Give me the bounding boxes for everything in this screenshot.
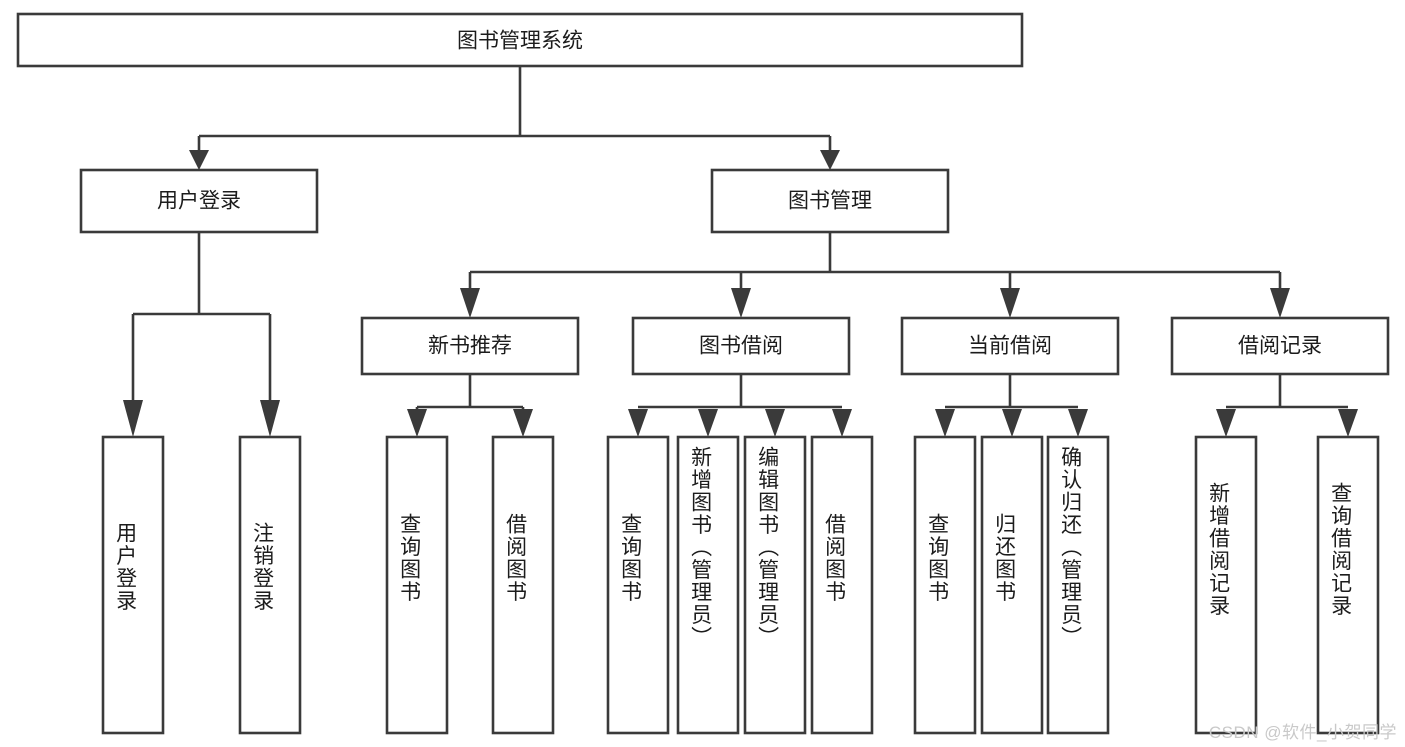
leaf-confirm-return-admin-label: 确认归还（管理员） bbox=[1059, 446, 1083, 649]
leaf-query-book-3-box[interactable] bbox=[913, 435, 977, 735]
leaf-edit-book-admin[interactable]: 编辑图书（管理员） bbox=[743, 435, 807, 735]
leaf-borrow-book-1-label: 借阅图书 bbox=[504, 513, 528, 603]
leaf-query-book-1-box[interactable] bbox=[385, 435, 449, 735]
connector-layer bbox=[123, 66, 1358, 437]
leaf-query-borrow-record-label: 查询借阅记录 bbox=[1329, 482, 1353, 617]
node-root-box[interactable] bbox=[16, 12, 1024, 68]
node-new-book-recommend[interactable]: 新书推荐 bbox=[360, 316, 580, 376]
arrowhead-current-borrow bbox=[1000, 288, 1020, 318]
leaf-add-borrow-record[interactable]: 新增借阅记录 bbox=[1194, 435, 1258, 735]
leaf-add-book-admin-label: 新增图书（管理员） bbox=[689, 446, 713, 649]
leaf-query-borrow-record[interactable]: 查询借阅记录 bbox=[1316, 435, 1380, 735]
node-new-book-recommend-label: 新书推荐 bbox=[428, 335, 512, 358]
arrowhead-book-borrow bbox=[731, 288, 751, 318]
leaf-logout-login-box[interactable] bbox=[238, 435, 302, 735]
arrowhead-book-management bbox=[820, 150, 840, 170]
leaf-confirm-return-admin[interactable]: 确认归还（管理员） bbox=[1046, 435, 1110, 735]
arrowhead-leaf-confirm-return bbox=[1068, 409, 1088, 437]
leaf-query-book-2-box[interactable] bbox=[606, 435, 670, 735]
node-new-book-recommend-box[interactable] bbox=[360, 316, 580, 376]
leaf-return-book-box[interactable] bbox=[980, 435, 1044, 735]
node-root[interactable]: 图书管理系统 bbox=[16, 12, 1024, 68]
arrowhead-leaf-query-book-1 bbox=[407, 409, 427, 437]
arrowhead-leaf-add-borrow-record bbox=[1216, 409, 1236, 437]
leaf-add-book-admin[interactable]: 新增图书（管理员） bbox=[676, 435, 740, 735]
arrowhead-leaf-borrow-book-1 bbox=[513, 409, 533, 437]
node-borrow-record-box[interactable] bbox=[1170, 316, 1390, 376]
leaf-borrow-book-1[interactable]: 借阅图书 bbox=[491, 435, 555, 735]
leaf-edit-book-admin-box[interactable] bbox=[743, 435, 807, 735]
leaf-query-book-1-label: 查询图书 bbox=[398, 513, 422, 603]
arrowhead-leaf-return-book bbox=[1002, 409, 1022, 437]
leaf-return-book-label: 归还图书 bbox=[993, 513, 1017, 603]
node-current-borrow-label: 当前借阅 bbox=[968, 335, 1052, 358]
leaf-user-login-label: 用户登录 bbox=[114, 522, 138, 612]
arrowhead-leaf-query-book-2 bbox=[628, 409, 648, 437]
leaf-add-borrow-record-label: 新增借阅记录 bbox=[1207, 482, 1231, 617]
node-current-borrow[interactable]: 当前借阅 bbox=[900, 316, 1120, 376]
node-borrow-record-label: 借阅记录 bbox=[1238, 335, 1322, 358]
leaf-borrow-book-2[interactable]: 借阅图书 bbox=[810, 435, 874, 735]
arrowhead-leaf-logout-login bbox=[260, 400, 280, 437]
node-book-management-box[interactable] bbox=[710, 168, 950, 234]
leaf-query-book-2[interactable]: 查询图书 bbox=[606, 435, 670, 735]
leaf-edit-book-admin-label: 编辑图书（管理员） bbox=[756, 446, 780, 649]
leaf-logout-login-label: 注销登录 bbox=[251, 522, 275, 612]
arrowhead-leaf-edit-book-admin bbox=[765, 409, 785, 437]
node-book-borrow-box[interactable] bbox=[631, 316, 851, 376]
node-user-login-box[interactable] bbox=[79, 168, 319, 234]
node-borrow-record[interactable]: 借阅记录 bbox=[1170, 316, 1390, 376]
leaf-borrow-book-1-box[interactable] bbox=[491, 435, 555, 735]
arrowhead-leaf-borrow-book-2 bbox=[832, 409, 852, 437]
leaf-return-book[interactable]: 归还图书 bbox=[980, 435, 1044, 735]
leaf-borrow-book-2-box[interactable] bbox=[810, 435, 874, 735]
node-user-login[interactable]: 用户登录 bbox=[79, 168, 319, 234]
arrowhead-user-login bbox=[189, 150, 209, 170]
leaf-add-book-admin-box[interactable] bbox=[676, 435, 740, 735]
leaf-add-borrow-record-box[interactable] bbox=[1194, 435, 1258, 735]
arrowhead-leaf-add-book-admin bbox=[698, 409, 718, 437]
arrowhead-leaf-query-book-3 bbox=[935, 409, 955, 437]
csdn-watermark: CSDN @软件_小贺同学 bbox=[1208, 723, 1397, 742]
node-book-management-label: 图书管理 bbox=[788, 190, 872, 213]
node-root-label: 图书管理系统 bbox=[457, 30, 583, 53]
arrowhead-borrow-record bbox=[1270, 288, 1290, 318]
arrowhead-leaf-user-login bbox=[123, 400, 143, 437]
leaf-user-login[interactable]: 用户登录 bbox=[101, 435, 165, 735]
leaf-user-login-box[interactable] bbox=[101, 435, 165, 735]
node-book-borrow-label: 图书借阅 bbox=[699, 335, 783, 358]
leaf-confirm-return-admin-box[interactable] bbox=[1046, 435, 1110, 735]
node-current-borrow-box[interactable] bbox=[900, 316, 1120, 376]
node-user-login-label: 用户登录 bbox=[157, 190, 241, 213]
node-book-management[interactable]: 图书管理 bbox=[710, 168, 950, 234]
arrowhead-leaf-query-borrow-record bbox=[1338, 409, 1358, 437]
node-book-borrow[interactable]: 图书借阅 bbox=[631, 316, 851, 376]
leaf-query-book-3-label: 查询图书 bbox=[926, 513, 950, 603]
leaf-borrow-book-2-label: 借阅图书 bbox=[823, 513, 847, 603]
leaf-logout-login[interactable]: 注销登录 bbox=[238, 435, 302, 735]
arrowhead-new-book-recommend bbox=[460, 288, 480, 318]
leaf-query-book-1[interactable]: 查询图书 bbox=[385, 435, 449, 735]
leaf-query-book-3[interactable]: 查询图书 bbox=[913, 435, 977, 735]
leaf-query-borrow-record-box[interactable] bbox=[1316, 435, 1380, 735]
leaf-query-book-2-label: 查询图书 bbox=[619, 513, 643, 603]
